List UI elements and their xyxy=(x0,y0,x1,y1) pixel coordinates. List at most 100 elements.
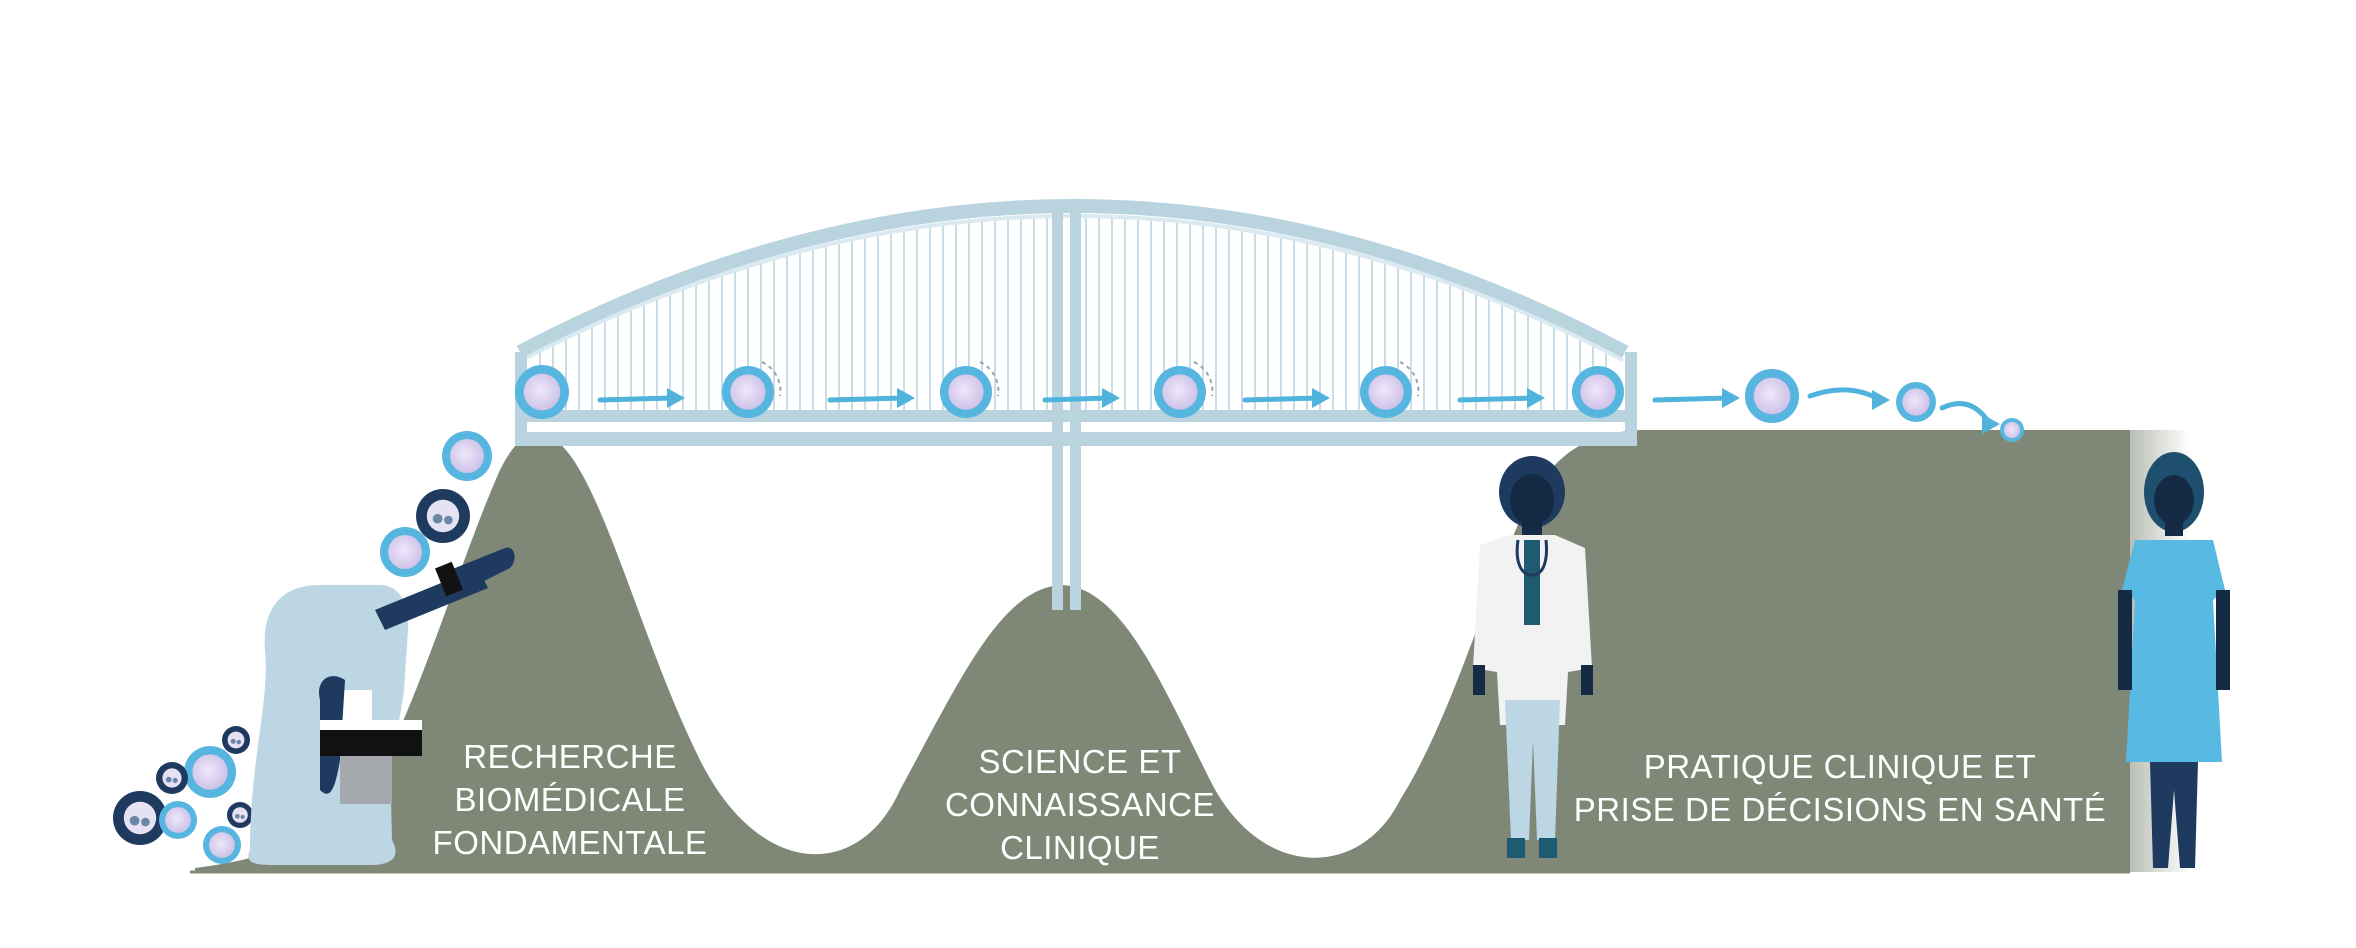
patient-neck xyxy=(2165,520,2183,536)
hills-ground xyxy=(195,430,2130,872)
cell-core xyxy=(1902,388,1930,416)
dark-cell-nucleus xyxy=(444,515,453,525)
cell-icon xyxy=(1154,366,1206,418)
bridge-center-tower-2 xyxy=(1070,205,1081,610)
arrow-head xyxy=(667,388,685,408)
rotation-hint-icon xyxy=(761,361,782,397)
label-research-line-3: FONDAMENTALE xyxy=(432,824,708,861)
dark-cell-nucleus xyxy=(172,777,178,783)
dark-cell-icon xyxy=(222,726,250,754)
doctor-coat xyxy=(1473,535,1592,725)
doctor-figure xyxy=(1473,456,1593,858)
cell-icon xyxy=(515,365,569,419)
doctor-shoe-right xyxy=(1539,838,1557,858)
cell-icon xyxy=(1896,382,1936,422)
arrow-head xyxy=(1527,388,1545,408)
dark-cell-icon xyxy=(416,489,470,543)
microscope xyxy=(248,547,515,865)
cell-icon xyxy=(2000,418,2024,442)
dark-cell-icon xyxy=(113,791,167,845)
doctor-hand-right xyxy=(1581,665,1593,695)
dark-cell-core xyxy=(162,768,182,788)
arrow-icon xyxy=(1457,388,1545,408)
dark-cell-core xyxy=(227,731,245,749)
cell-core xyxy=(450,439,484,473)
cell-icon xyxy=(722,366,774,418)
label-practice-line-2: PRISE DE DÉCISIONS EN SANTÉ xyxy=(1573,791,2107,828)
dark-cell-core xyxy=(426,499,460,533)
patient-figure xyxy=(2118,452,2230,868)
doctor-face xyxy=(1510,474,1554,526)
cell-core xyxy=(730,374,766,410)
arrow-shaft xyxy=(827,395,906,403)
patient-face xyxy=(2154,475,2194,525)
label-clinical-science: SCIENCE ET CONNAISSANCE CLINIQUE xyxy=(930,740,1230,869)
microscope-base-block xyxy=(340,756,392,804)
dark-cell-nucleus xyxy=(236,739,242,745)
arrow-icon xyxy=(1042,388,1120,408)
arrow-shaft xyxy=(597,395,676,403)
cell-icon xyxy=(442,431,492,481)
doctor-neck xyxy=(1522,522,1542,538)
arrow-shaft xyxy=(1042,395,1111,403)
doctor-hand-left xyxy=(1473,665,1485,695)
microscope-cells xyxy=(113,431,492,864)
cell-icon xyxy=(159,801,197,839)
dark-cell-nucleus xyxy=(141,817,150,827)
patient-arm-right xyxy=(2216,590,2230,690)
arrow-shaft xyxy=(1807,387,1883,403)
arrow-shaft xyxy=(1242,395,1321,403)
microscope-eyepiece-band xyxy=(435,561,463,597)
label-clinical-practice: PRATIQUE CLINIQUE ET PRISE DE DÉCISIONS … xyxy=(1560,745,2120,831)
dark-cell-core xyxy=(232,807,248,823)
bridge-center-tower xyxy=(1052,205,1063,610)
dark-cell-nucleus xyxy=(230,738,236,744)
cell-core xyxy=(948,374,984,410)
arrow-icon xyxy=(597,388,685,408)
bridge xyxy=(515,199,1637,610)
arrow-shaft xyxy=(1457,395,1536,403)
arrow-head xyxy=(1872,390,1890,410)
arrow-shaft xyxy=(1652,395,1731,403)
cell-icon xyxy=(1572,366,1624,418)
patient-gown xyxy=(2122,540,2225,762)
label-practice-line-1: PRATIQUE CLINIQUE ET xyxy=(1643,748,2037,785)
cell-icon xyxy=(1360,366,1412,418)
label-science-line-3: CLINIQUE xyxy=(1000,829,1160,866)
stethoscope-icon xyxy=(1515,539,1548,577)
label-science-line-1: SCIENCE ET xyxy=(978,743,1182,780)
label-research-line-1: RECHERCHE xyxy=(463,738,677,775)
arrow-head xyxy=(897,388,915,408)
cell-sequence xyxy=(515,361,2024,442)
cell-core xyxy=(1580,374,1616,410)
microscope-eyepiece-2 xyxy=(450,547,515,592)
cell-core xyxy=(192,754,228,790)
doctor-legs xyxy=(1505,700,1560,840)
label-science-line-2: CONNAISSANCE xyxy=(944,786,1216,823)
dark-cell-icon xyxy=(156,762,188,794)
arrow-icon xyxy=(1807,387,1890,410)
cell-icon xyxy=(203,826,241,864)
cell-core xyxy=(1753,377,1791,415)
cell-core xyxy=(523,373,561,411)
patient-legs xyxy=(2150,762,2198,868)
arrow-icon xyxy=(1652,388,1740,408)
arrow-sequence xyxy=(597,387,2000,434)
cell-core xyxy=(209,832,235,858)
arrow-head xyxy=(1982,414,2000,434)
cell-core xyxy=(1368,374,1404,410)
cell-icon xyxy=(380,527,430,577)
dark-cell-nucleus xyxy=(235,813,240,819)
cell-core xyxy=(388,535,422,569)
microscope-stage xyxy=(320,726,422,756)
dark-cell-nucleus xyxy=(432,513,443,524)
doctor-shoe-left xyxy=(1507,838,1525,858)
doctor-shirt xyxy=(1524,540,1540,625)
cell-icon xyxy=(940,366,992,418)
rotation-hint-icon xyxy=(1399,361,1420,397)
cell-core xyxy=(165,807,191,833)
patient-arm-left xyxy=(2118,590,2132,690)
label-basic-research: RECHERCHE BIOMÉDICALE FONDAMENTALE xyxy=(420,735,720,864)
dark-cell-nucleus xyxy=(240,814,245,820)
